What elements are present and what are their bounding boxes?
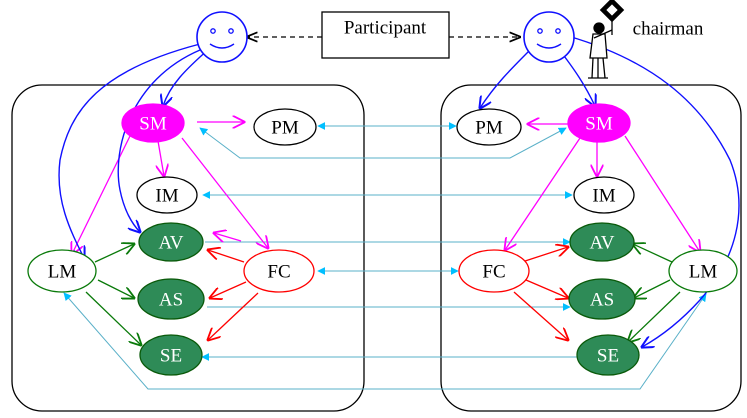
participant-face-icon — [196, 11, 248, 63]
participant-box — [321, 11, 450, 59]
left-node-as: AS — [137, 278, 205, 320]
svg-text:PM: PM — [475, 118, 503, 139]
svg-text:SE: SE — [597, 346, 619, 367]
link-sm-sm — [199, 127, 567, 159]
left-node-pm: PM — [253, 108, 317, 146]
cyan-links — [63, 122, 707, 390]
right-node-lm: LM — [668, 249, 738, 293]
svg-text:LM: LM — [689, 262, 718, 283]
svg-text:PM: PM — [271, 118, 299, 139]
link-lm-lm — [63, 292, 707, 390]
chairman-label: chairman — [633, 19, 704, 40]
left-group-box — [11, 84, 365, 412]
svg-text:AS: AS — [159, 290, 183, 311]
left-node-se: SE — [139, 334, 203, 376]
svg-text:IM: IM — [155, 186, 178, 207]
left-red-arrows — [208, 250, 259, 340]
chairman-figure-icon — [588, 0, 625, 79]
right-node-fc: FC — [458, 249, 530, 293]
chairman-face-icon — [523, 11, 575, 63]
right-node-sm: SM — [567, 103, 631, 143]
right-group-box — [440, 84, 742, 412]
left-node-lm: LM — [27, 249, 97, 293]
right-red-arrows — [513, 247, 568, 340]
participant-label: Participant — [344, 18, 427, 39]
svg-text:AS: AS — [590, 290, 614, 311]
svg-text:AV: AV — [590, 233, 615, 254]
svg-text:SM: SM — [585, 114, 613, 135]
left-node-fc: FC — [243, 249, 315, 293]
svg-text:FC: FC — [267, 262, 290, 283]
right-node-as: AS — [568, 278, 636, 320]
right-node-av: AV — [569, 222, 635, 262]
right-magenta-arrows — [505, 124, 700, 252]
left-green-arrows — [85, 244, 141, 345]
right-node-im: IM — [573, 176, 635, 214]
svg-text:SE: SE — [160, 346, 182, 367]
left-node-im: IM — [136, 176, 198, 214]
right-green-arrows — [628, 244, 681, 342]
right-node-se: SE — [576, 334, 640, 376]
left-node-av: AV — [138, 222, 204, 262]
left-magenta-arrows — [72, 122, 268, 254]
svg-text:IM: IM — [592, 186, 615, 207]
svg-text:SM: SM — [139, 114, 167, 135]
svg-text:FC: FC — [482, 262, 505, 283]
svg-text:LM: LM — [48, 262, 77, 283]
left-node-sm: SM — [121, 103, 185, 143]
right-node-pm: PM — [456, 108, 522, 146]
svg-text:AV: AV — [159, 233, 184, 254]
